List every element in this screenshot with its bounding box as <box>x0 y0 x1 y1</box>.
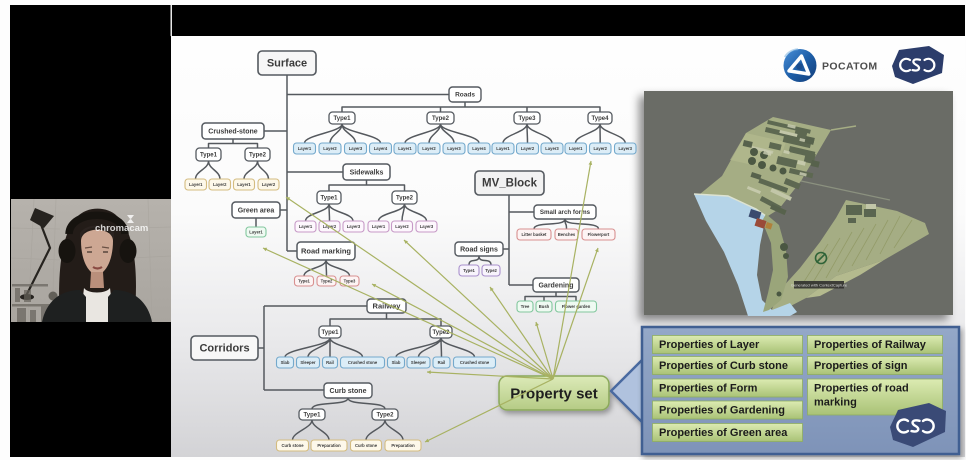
svg-text:Type2: Type2 <box>321 279 333 284</box>
svg-text:Layer4: Layer4 <box>472 146 486 151</box>
svg-text:Type2: Type2 <box>433 330 451 336</box>
svg-text:POCATOM: POCATOM <box>822 61 878 73</box>
svg-text:Type2: Type2 <box>432 116 450 122</box>
svg-text:Properties of Railway: Properties of Railway <box>814 339 927 351</box>
svg-text:Gardening: Gardening <box>538 282 573 289</box>
svg-text:Layer2: Layer2 <box>213 182 227 187</box>
svg-text:Sleeper: Sleeper <box>411 360 427 365</box>
svg-text:Properties of road: Properties of road <box>814 383 909 395</box>
svg-text:Litter basket: Litter basket <box>522 232 548 237</box>
svg-text:Layer2: Layer2 <box>323 146 337 151</box>
svg-text:Properties of Gardening: Properties of Gardening <box>659 405 785 417</box>
svg-text:Sleeper: Sleeper <box>300 360 316 365</box>
svg-text:Layer2: Layer2 <box>422 146 436 151</box>
svg-text:Type2: Type2 <box>249 153 267 159</box>
svg-text:Crushed stone: Crushed stone <box>348 360 378 365</box>
svg-text:Layer1: Layer1 <box>569 146 583 151</box>
svg-text:MV_Block: MV_Block <box>482 178 538 190</box>
svg-text:Type1: Type1 <box>463 268 475 273</box>
svg-text:Preparation: Preparation <box>391 443 415 448</box>
svg-text:Layer4: Layer4 <box>374 146 388 151</box>
svg-text:Layer1: Layer1 <box>237 182 251 187</box>
svg-text:Type2: Type2 <box>485 268 497 273</box>
svg-text:Layer1: Layer1 <box>496 146 510 151</box>
svg-text:Properties of Form: Properties of Form <box>659 383 758 395</box>
svg-text:chromacam: chromacam <box>95 223 148 234</box>
svg-text:Layer3: Layer3 <box>420 224 434 229</box>
svg-text:Bush: Bush <box>539 304 550 309</box>
svg-text:Layer1: Layer1 <box>249 230 263 235</box>
svg-text:Curb stone: Curb stone <box>355 443 378 448</box>
svg-text:Type1: Type1 <box>298 279 310 284</box>
svg-text:Type1: Type1 <box>304 413 322 419</box>
svg-text:Layer1: Layer1 <box>398 146 412 151</box>
svg-text:Type2: Type2 <box>377 413 395 419</box>
svg-text:Corridors: Corridors <box>199 342 249 354</box>
svg-text:Sidewalks: Sidewalks <box>350 169 384 176</box>
svg-text:Layer2: Layer2 <box>521 146 535 151</box>
svg-text:Railway: Railway <box>373 301 402 310</box>
svg-text:Small arch forms: Small arch forms <box>540 209 591 216</box>
svg-text:Type2: Type2 <box>396 196 414 202</box>
svg-text:Layer3: Layer3 <box>349 146 363 151</box>
svg-text:Road marking: Road marking <box>301 246 351 255</box>
svg-text:Type1: Type1 <box>321 196 339 202</box>
svg-text:Layer3: Layer3 <box>447 146 461 151</box>
svg-text:Properties of sign: Properties of sign <box>814 360 908 372</box>
svg-text:Layer2: Layer2 <box>262 182 276 187</box>
svg-text:Type1: Type1 <box>322 330 340 336</box>
svg-text:Layer1: Layer1 <box>298 146 312 151</box>
svg-text:Roads: Roads <box>455 92 475 99</box>
svg-text:Flowerport: Flowerport <box>588 232 610 237</box>
svg-text:Type1: Type1 <box>200 153 218 159</box>
svg-text:Type4: Type4 <box>592 116 610 122</box>
svg-text:Properties of Green area: Properties of Green area <box>659 427 788 439</box>
svg-text:Type1: Type1 <box>334 116 352 122</box>
svg-text:Curb stone: Curb stone <box>330 388 367 395</box>
svg-text:Type3: Type3 <box>344 279 356 284</box>
svg-text:Road signs: Road signs <box>460 246 498 253</box>
svg-text:Layer2: Layer2 <box>395 224 409 229</box>
svg-text:Type3: Type3 <box>519 116 537 122</box>
svg-text:Layer1: Layer1 <box>189 182 203 187</box>
svg-text:Properties of Layer: Properties of Layer <box>659 339 760 351</box>
svg-text:Slab: Slab <box>392 360 401 365</box>
svg-text:Layer3: Layer3 <box>347 224 361 229</box>
svg-text:Green area: Green area <box>238 207 275 214</box>
svg-text:Preparation: Preparation <box>317 443 341 448</box>
svg-text:Slab: Slab <box>281 360 290 365</box>
svg-text:Crushed stone: Crushed stone <box>460 360 490 365</box>
svg-text:Rail: Rail <box>326 360 334 365</box>
svg-text:Layer2: Layer2 <box>593 146 607 151</box>
svg-text:Benches: Benches <box>558 232 576 237</box>
svg-text:Properties of Curb stone: Properties of Curb stone <box>659 360 788 372</box>
svg-text:Crushed-stone: Crushed-stone <box>208 128 258 135</box>
svg-text:Rail: Rail <box>438 360 446 365</box>
svg-text:Layer3: Layer3 <box>545 146 559 151</box>
svg-text:Curb stone: Curb stone <box>281 443 304 448</box>
svg-text:Layer1: Layer1 <box>372 224 386 229</box>
svg-text:Generated with ContextCapture: Generated with ContextCapture <box>791 282 848 287</box>
svg-text:Flower garden: Flower garden <box>562 304 591 309</box>
svg-text:Layer1: Layer1 <box>299 224 313 229</box>
svg-text:Layer3: Layer3 <box>618 146 632 151</box>
svg-text:Tree: Tree <box>521 304 530 309</box>
svg-text:Surface: Surface <box>267 57 307 69</box>
svg-text:marking: marking <box>814 397 857 409</box>
